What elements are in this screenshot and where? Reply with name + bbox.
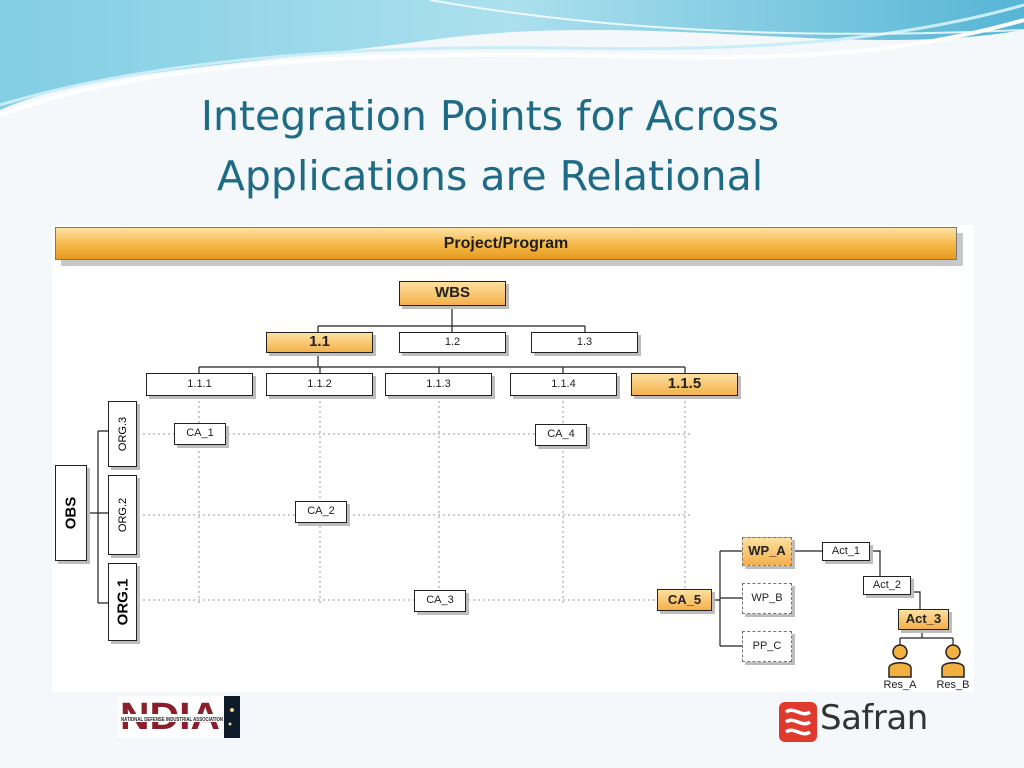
wbs-root-box: WBS <box>399 281 506 306</box>
resource-a-icon <box>888 644 912 678</box>
wbs-node-1-1-2: 1.1.2 <box>266 373 373 396</box>
control-account-ca2: CA_2 <box>295 501 347 523</box>
wbs-node-1-3: 1.3 <box>531 332 638 353</box>
planning-package-pp-c: PP_C <box>742 631 792 662</box>
activity-act-1: Act_1 <box>822 542 870 561</box>
safran-logo-text: Safran <box>820 698 928 738</box>
resource-b-label: Res_B <box>936 679 970 691</box>
project-program-bar: Project/Program <box>55 227 957 260</box>
resource-b-icon <box>941 644 965 678</box>
wbs-node-1-2: 1.2 <box>399 332 506 353</box>
resource-a-label: Res_A <box>883 679 917 691</box>
slide-title-line2: Applications are Relational <box>216 152 764 200</box>
wbs-node-1-1-5: 1.1.5 <box>631 373 738 396</box>
obs-root-box: OBS <box>55 465 87 561</box>
slide-title-line1: Integration Points for Across <box>200 92 780 140</box>
control-account-ca1: CA_1 <box>174 423 226 445</box>
obs-org-2: ORG.2 <box>108 475 137 555</box>
wbs-node-1-1-1: 1.1.1 <box>146 373 253 396</box>
diagram-canvas <box>52 225 974 692</box>
header-wave-decoration <box>0 0 1024 117</box>
control-account-ca3: CA_3 <box>414 590 466 612</box>
control-account-ca4: CA_4 <box>535 424 587 446</box>
safran-logo-icon <box>779 702 817 742</box>
wbs-node-1-1: 1.1 <box>266 332 373 353</box>
control-account-ca5: CA_5 <box>657 589 712 611</box>
ndia-logo: NDIA NATIONAL DEFENSE INDUSTRIAL ASSOCIA… <box>118 696 240 738</box>
wbs-node-1-1-3: 1.1.3 <box>385 373 492 396</box>
obs-org-3: ORG.3 <box>108 401 137 467</box>
work-package-wp-a: WP_A <box>742 537 792 566</box>
activity-act-2: Act_2 <box>863 576 911 595</box>
slide-title: Integration Points for Across Applicatio… <box>150 86 830 206</box>
activity-act-3: Act_3 <box>898 609 949 630</box>
svg-text:NATIONAL DEFENSE INDUSTRIAL AS: NATIONAL DEFENSE INDUSTRIAL ASSOCIATION <box>121 717 223 723</box>
work-package-wp-b: WP_B <box>742 583 792 614</box>
wbs-node-1-1-4: 1.1.4 <box>510 373 617 396</box>
obs-org-1: ORG.1 <box>108 563 137 641</box>
